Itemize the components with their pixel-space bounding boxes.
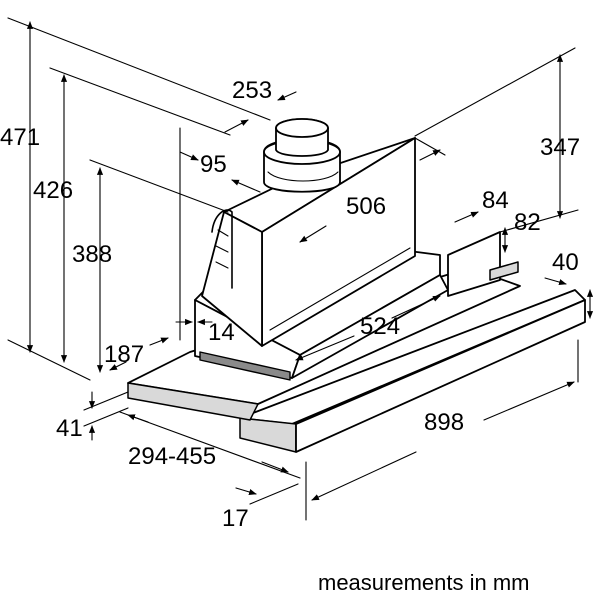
dim-506-label: 506	[346, 193, 386, 220]
motor-housing-left	[211, 209, 233, 289]
dim-253-label: 253	[232, 77, 272, 104]
dim-84-label: 84	[482, 187, 509, 214]
measurements-caption: measurements in mm	[318, 570, 530, 595]
dim-524-label: 524	[360, 313, 400, 340]
dim-187-label: 187	[104, 341, 144, 368]
dim-388-label: 388	[72, 241, 112, 268]
dimension-lines	[7, 17, 594, 521]
duct-collar	[263, 118, 341, 193]
side-bracket	[447, 231, 501, 297]
dim-95-label: 95	[200, 151, 227, 178]
base-tray-front	[127, 382, 259, 421]
front-strip-bottom	[295, 299, 586, 453]
dim-898-label: 898	[424, 409, 464, 436]
lower-vent	[199, 351, 291, 381]
dim-426-label: 426	[33, 177, 73, 204]
front-strip-edge	[239, 417, 297, 453]
dim-471-label: 471	[0, 124, 40, 151]
dim-82-label: 82	[514, 209, 541, 236]
bracket-slot	[489, 261, 519, 281]
hood-body	[127, 118, 586, 453]
dim-40-label: 40	[552, 249, 579, 276]
dim-17-label: 17	[222, 505, 249, 532]
dim-347-label: 347	[540, 134, 580, 161]
dim-294-455-label: 294-455	[128, 443, 216, 470]
dim-14-label: 14	[208, 319, 235, 346]
dim-41-label: 41	[56, 415, 83, 442]
